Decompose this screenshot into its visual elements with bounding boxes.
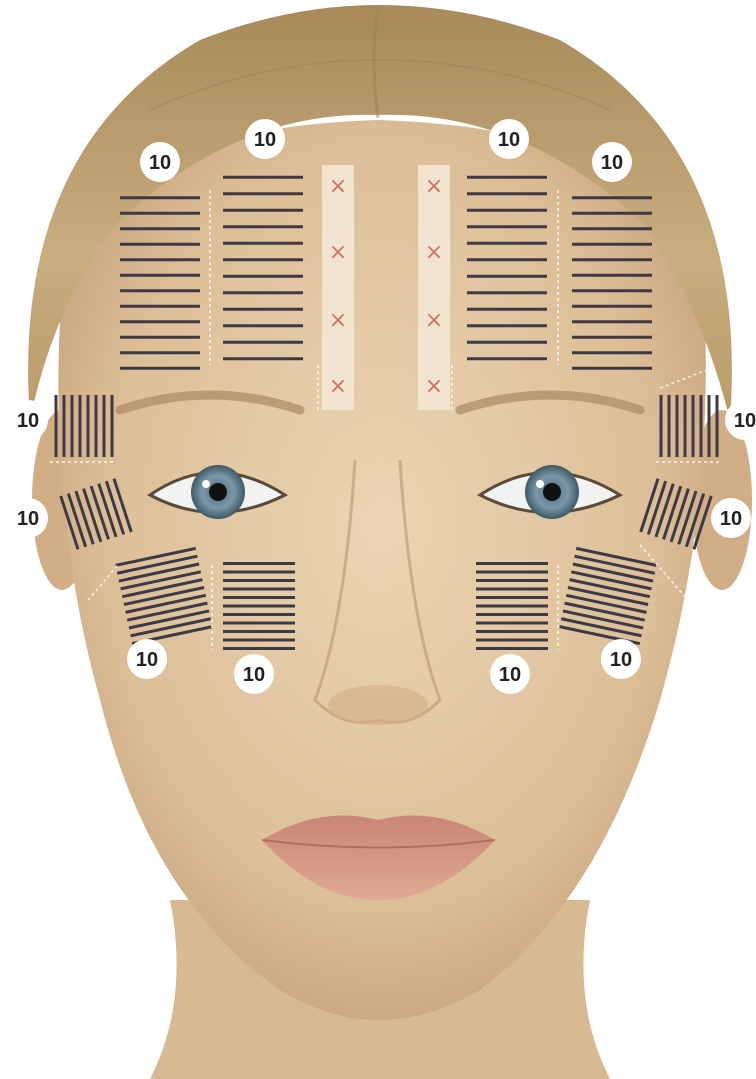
badge-label: 10 bbox=[498, 129, 520, 151]
x-mark-glabella-left-2: × bbox=[329, 240, 347, 265]
x-mark-glabella-left-1: × bbox=[329, 174, 347, 199]
badge-forehead-left-inner: 10 bbox=[245, 119, 285, 159]
badge-cheek-left-inner: 10 bbox=[234, 654, 274, 694]
x-mark-glabella-right-3: × bbox=[425, 308, 443, 333]
x-mark-glabella-right-4: × bbox=[425, 374, 443, 399]
badge-label: 10 bbox=[136, 649, 158, 671]
x-mark-glabella-right-2: × bbox=[425, 240, 443, 265]
badge-label: 10 bbox=[17, 508, 39, 530]
badge-label: 10 bbox=[499, 664, 521, 686]
badge-forehead-right-outer: 10 bbox=[592, 142, 632, 182]
badge-label: 10 bbox=[720, 508, 742, 530]
badge-cheek-left-outer: 10 bbox=[127, 639, 167, 679]
badge-cheek-right-inner: 10 bbox=[490, 654, 530, 694]
x-mark-glabella-right-1: × bbox=[425, 174, 443, 199]
badge-label: 10 bbox=[243, 664, 265, 686]
badge-label: 10 bbox=[601, 152, 623, 174]
badge-temple-right-lower: 10 bbox=[711, 498, 751, 538]
badge-label: 10 bbox=[17, 410, 39, 432]
badge-cheek-right-outer: 10 bbox=[601, 639, 641, 679]
x-mark-glabella-left-4: × bbox=[329, 374, 347, 399]
badge-temple-left-upper: 10 bbox=[8, 400, 48, 440]
x-mark-glabella-left-3: × bbox=[329, 308, 347, 333]
badge-temple-left-lower: 10 bbox=[8, 498, 48, 538]
badge-label: 10 bbox=[734, 410, 756, 432]
badge-forehead-left-outer: 10 bbox=[140, 142, 180, 182]
badge-forehead-right-inner: 10 bbox=[489, 119, 529, 159]
badge-label: 10 bbox=[610, 649, 632, 671]
badge-label: 10 bbox=[254, 129, 276, 151]
badge-label: 10 bbox=[149, 152, 171, 174]
